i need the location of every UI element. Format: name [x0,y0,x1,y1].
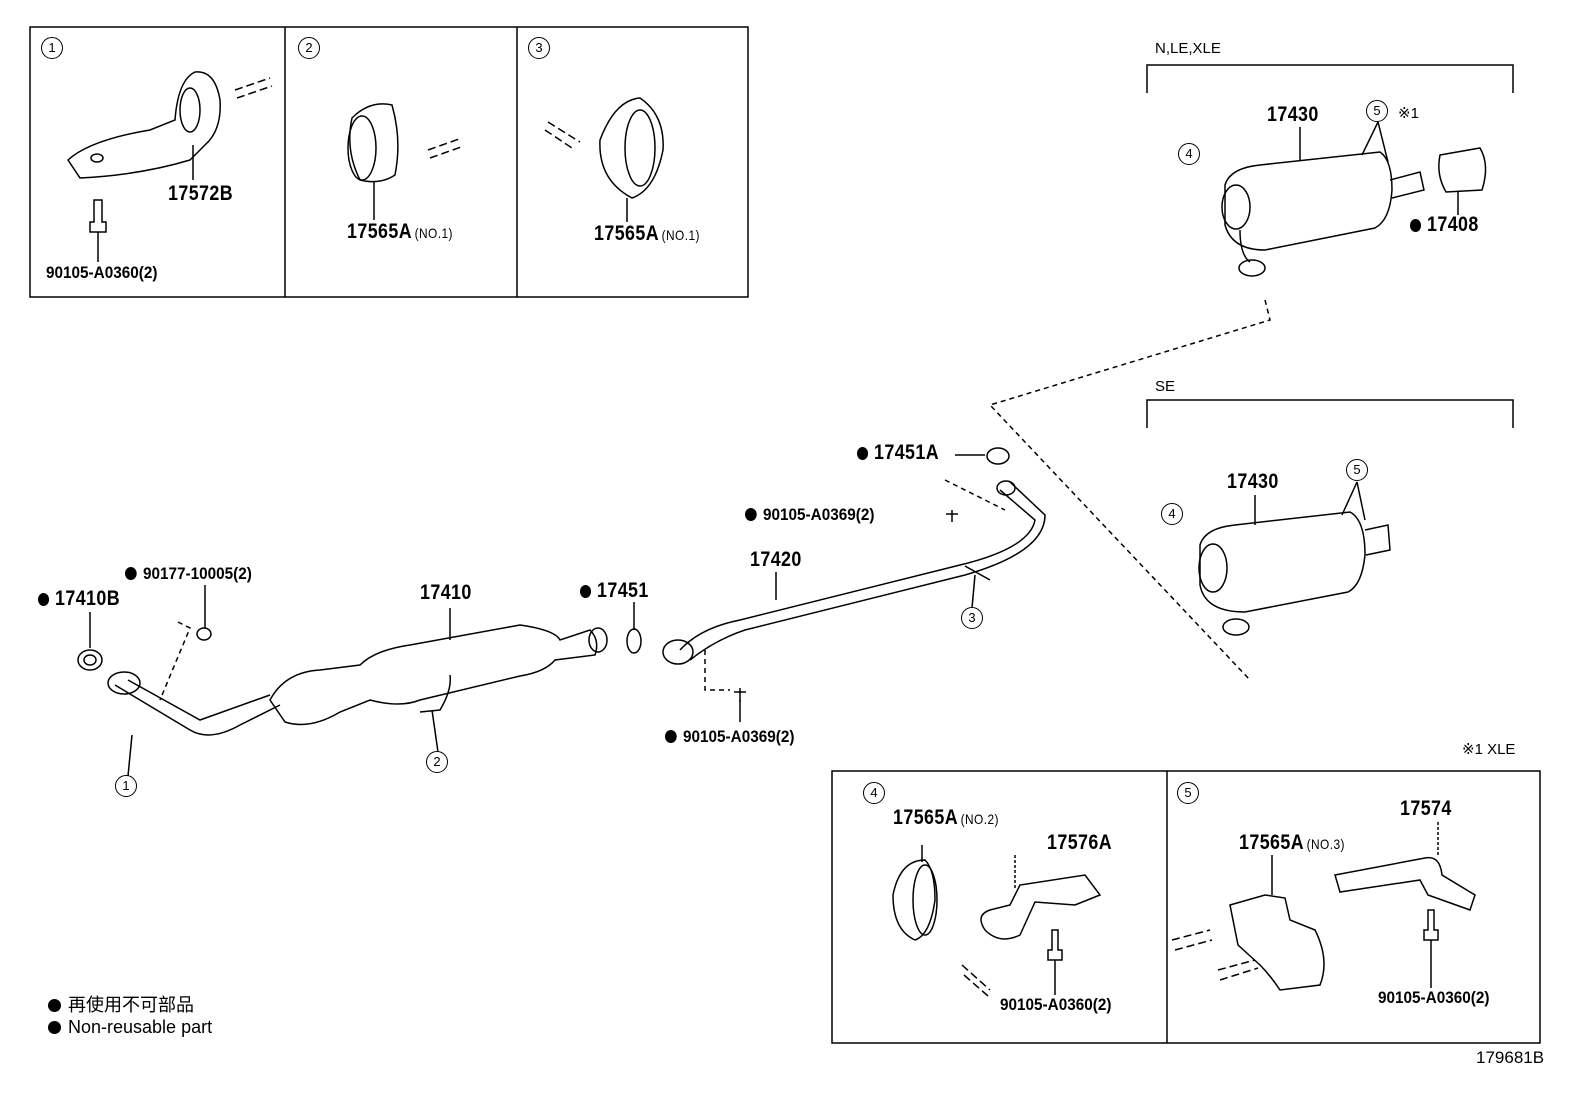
label-17408: 17408 [1410,213,1479,237]
label-17451: 17451 [580,579,649,603]
muffler-top-drawing [1224,151,1393,251]
callout-5-box: 5 [1177,782,1199,804]
label-17451a: 17451A [857,441,939,465]
rubber-hanger-1 [349,103,399,183]
tail-tip-drawing [1438,147,1487,193]
label-17410b: 17410B [38,587,120,611]
legend-jp: 再使用不可部品 [48,991,194,1017]
label-box4: 17565A(NO.2) [893,806,999,830]
part-number: 17565A [594,222,660,245]
label-17572b: 17572B [168,182,234,205]
detail-box-1-3-frame [29,26,749,298]
rubber-hanger-2 [892,859,936,941]
footnote: ※1 XLE [1462,741,1516,758]
part-note: (NO.1) [661,227,700,243]
callout-4-se: 4 [1161,503,1183,525]
label-bolt-upper: 90105-A0369(2) [745,505,874,525]
bracket-17574-drawing [1334,856,1476,911]
variant-label-se: SE [1155,378,1176,395]
part-note: (NO.3) [1306,836,1345,852]
callout-3: 3 [961,607,983,629]
part-number: 17565A [893,806,959,829]
label-17576a: 17576A [1047,831,1113,854]
label-box4-bolt: 90105-A0360(2) [1000,995,1112,1014]
part-note: (NO.2) [960,811,999,827]
part-note: (NO.1) [414,225,453,241]
callout-1-box: 1 [41,37,63,59]
detail-box-4-5-frame [831,770,1541,1044]
center-pipe-drawing [679,481,1046,661]
label-nut: 90177-10005(2) [125,564,252,584]
variant-bracket-top [1146,64,1514,93]
callout-3-box: 3 [528,37,550,59]
muffler-se-drawing [1199,511,1366,613]
converter-drawing [269,624,598,726]
label-box5: 17565A(NO.3) [1239,831,1345,855]
rubber-hanger-1b [599,97,664,199]
label-box3: 17565A(NO.1) [594,222,700,246]
label-17574: 17574 [1400,797,1452,820]
label-box1-bolt: 90105-A0360(2) [46,263,158,282]
front-pipe-drawing [114,679,281,736]
variant-bracket-se [1146,399,1514,428]
label-box2: 17565A(NO.1) [347,220,453,244]
bolt-drawing [89,199,107,233]
callout-4-top: 4 [1178,143,1200,165]
label-17430-se: 17430 [1227,470,1279,493]
rubber-hanger-3 [1229,894,1325,991]
callout-1: 1 [115,775,137,797]
part-number: 17565A [1239,831,1305,854]
label-17420: 17420 [750,548,802,571]
callout-4-box: 4 [863,782,885,804]
variant-label-top: N,LE,XLE [1155,40,1221,57]
label-17410: 17410 [420,581,472,604]
callout-5-top: 5 [1366,100,1388,122]
legend-en: Non-reusable part [48,1017,212,1038]
callout-5-se: 5 [1346,459,1368,481]
label-box5-bolt: 90105-A0360(2) [1378,988,1490,1007]
xle-mark: ※1 [1398,105,1419,122]
bracket-17576a-drawing [980,874,1102,940]
hanger-bracket-drawing [67,71,221,179]
label-bolt-lower: 90105-A0369(2) [665,727,794,747]
part-number: 17565A [347,220,413,243]
label-17430-top: 17430 [1267,103,1319,126]
callout-2: 2 [426,751,448,773]
callout-2-box: 2 [298,37,320,59]
diagram-id: 179681B [1476,1048,1545,1067]
